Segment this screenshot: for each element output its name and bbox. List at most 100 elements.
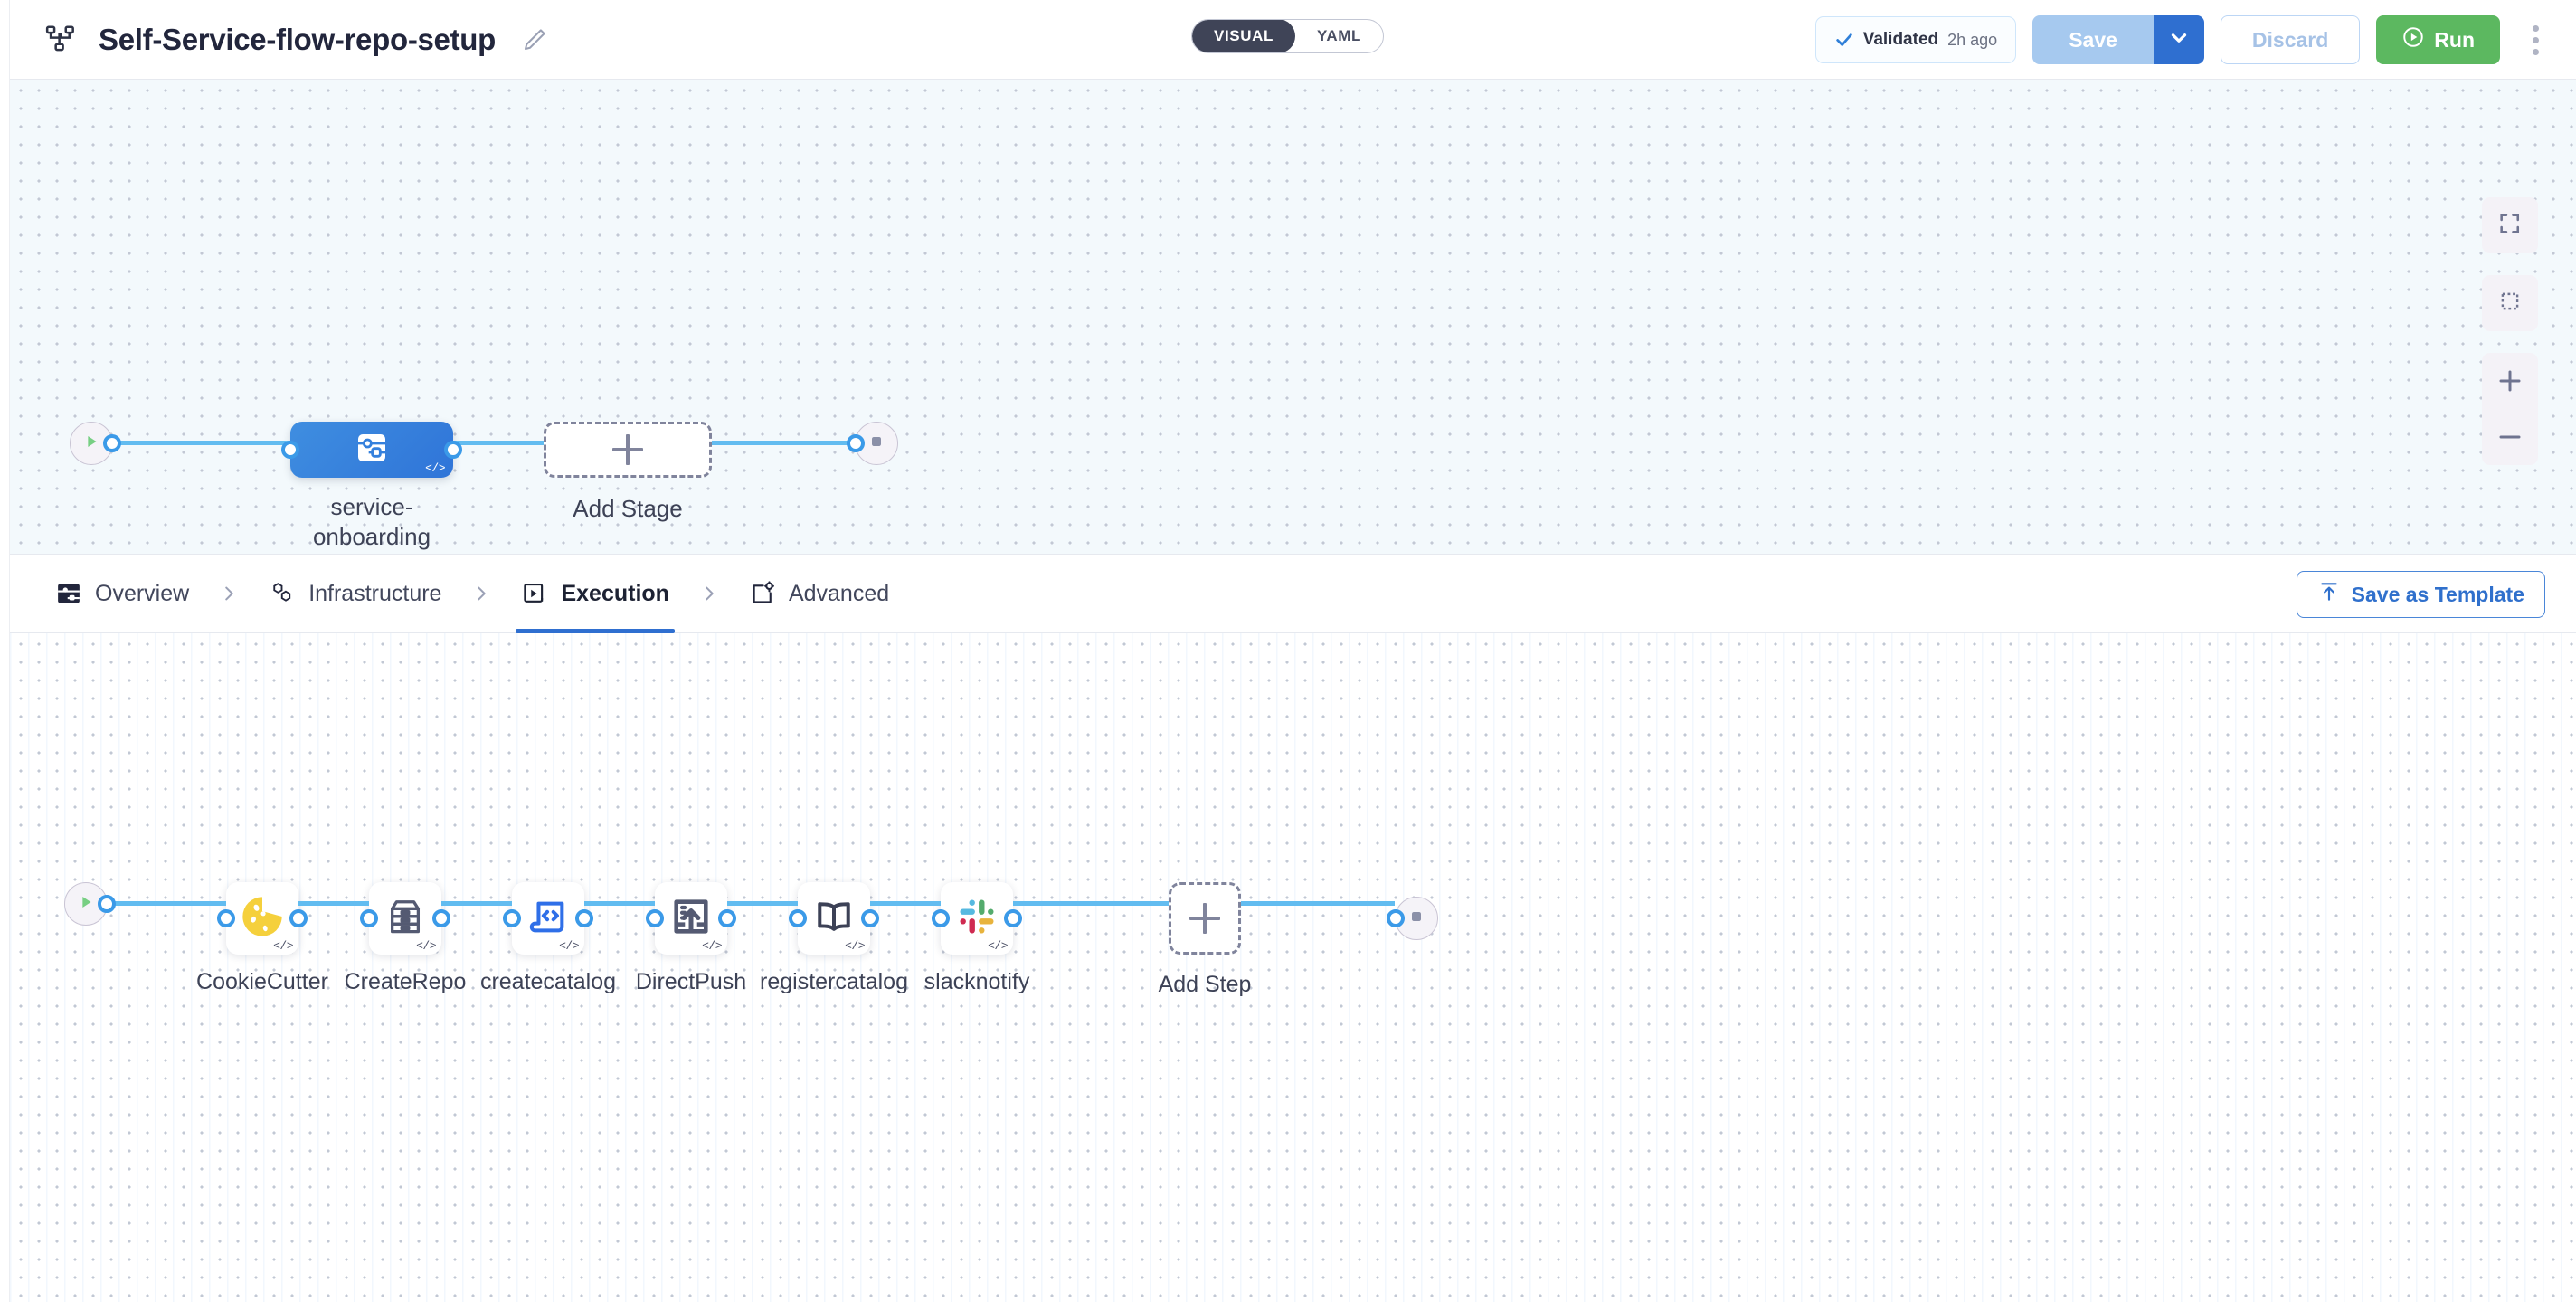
execution-play-icon [521,580,548,607]
add-step-button[interactable]: Add Step [1159,882,1251,997]
step-node-slacknotify[interactable]: </> slacknotify [924,882,1029,994]
selection-box-button[interactable] [2482,275,2538,331]
tab-advanced-label: Advanced [788,580,890,606]
cookiecutter-code-badge: </> [273,939,293,953]
step-label-registercatalog: registercatalog [760,969,908,994]
visual-yaml-toggle[interactable]: VISUAL YAML [1191,19,1384,53]
section-tabbar: Overview Infrastructure [10,554,2576,633]
edge-addstage-to-end [712,441,855,445]
header-actions: Validated 2h ago Save Discard [1814,0,2563,80]
step-node-directpush[interactable]: </> DirectPush [636,882,746,994]
tab-execution-label: Execution [561,580,669,606]
createrepo-code-badge: </> [416,939,436,953]
fit-screen-icon [2497,211,2523,241]
pipeline-start-node[interactable] [70,422,121,465]
view-mode-toggle[interactable]: VISUAL YAML [1191,19,1384,53]
pipeline-end-node[interactable] [847,422,898,465]
check-icon [1834,30,1854,50]
stop-icon [1407,908,1425,930]
push-upload-icon [670,896,712,942]
stage-label-line1: service- [330,493,413,520]
registercatalog-output-port[interactable] [861,909,879,927]
edge-cookiecutter-to-createrepo [298,901,369,906]
createcatalog-input-port[interactable] [503,909,521,927]
save-dropdown-button[interactable] [2153,15,2204,64]
app-header: Self-Service-flow-repo-setup VISUAL YAML [10,0,2576,80]
slacknotify-input-port[interactable] [932,909,950,927]
stage-input-port[interactable] [281,441,299,459]
stage-output-port[interactable] [444,441,462,459]
directpush-code-badge: </> [702,939,722,953]
zoom-in-button[interactable] [2482,353,2538,409]
status-badge: Validated 2h ago [1814,16,2017,63]
tab-list: Overview Infrastructure [10,554,895,633]
stage-label-line2: onboarding [312,522,431,550]
play-circle-icon [2401,25,2425,54]
slacknotify-code-badge: </> [988,939,1008,953]
toggle-option-yaml[interactable]: YAML [1316,27,1361,44]
overview-icon [55,580,82,607]
execution-end-input-port[interactable] [1387,909,1405,927]
tab-infrastructure[interactable]: Infrastructure [263,554,447,633]
edge-stage-to-addstage [453,441,544,445]
save-as-template-button[interactable]: Save as Template [2296,571,2545,618]
directpush-input-port[interactable] [646,909,664,927]
validated-timestamp: 2h ago [1947,30,1998,49]
tab-overview-label: Overview [95,580,190,606]
zoom-out-button[interactable] [2482,409,2538,465]
end-input-port[interactable] [847,434,865,452]
execution-end-node[interactable] [1387,897,1438,940]
cookiecutter-input-port[interactable] [217,909,235,927]
step-node-cookiecutter[interactable]: </> CookieCutter [196,882,328,994]
archive-cabinet-icon [384,896,426,942]
tab-advanced[interactable]: Advanced [743,554,895,633]
upload-template-icon [2317,580,2341,609]
createcatalog-output-port[interactable] [575,909,593,927]
registercatalog-input-port[interactable] [789,909,807,927]
toggle-option-visual[interactable]: VISUAL [1192,20,1295,52]
edge-slacknotify-to-addstep [1013,901,1169,906]
step-label-directpush: DirectPush [635,969,747,994]
step-label-slacknotify: slacknotify [923,969,1030,994]
stage-node-service-onboarding[interactable]: </> service- onboarding [281,422,462,550]
slack-icon [955,895,999,943]
kebab-menu-icon[interactable] [2516,15,2554,64]
step-node-createrepo[interactable]: </> CreateRepo [345,882,466,994]
start-output-port[interactable] [103,434,121,452]
slacknotify-output-port[interactable] [1004,909,1022,927]
stage-node-label: service- onboarding [281,492,462,551]
save-button-group: Save [2032,15,2204,64]
fit-to-screen-button[interactable] [2482,197,2538,253]
stage-canvas[interactable]: </> service- onboarding Add Stage [10,80,2576,554]
tab-overview[interactable]: Overview [50,554,194,633]
validated-label: Validated [1862,30,1939,49]
stage-flow-row: </> service- onboarding Add Stage [70,422,898,550]
add-step-label: Add Step [1158,972,1252,997]
execution-canvas[interactable]: </> CookieCutter </> [10,633,2576,1302]
stage-flow-icon [354,430,390,470]
tab-execution[interactable]: Execution [516,554,676,633]
step-node-createcatalog[interactable]: </> createcatalog [480,882,616,994]
left-rail-strip [0,0,10,1302]
hexagons-icon [269,580,296,607]
createrepo-output-port[interactable] [432,909,450,927]
registercatalog-code-badge: </> [845,939,865,953]
dashed-select-icon [2498,290,2522,318]
edge-createcatalog-to-directpush [584,901,655,906]
add-stage-button[interactable]: Add Stage [544,422,712,522]
pencil-icon[interactable] [521,26,548,53]
createrepo-input-port[interactable] [360,909,378,927]
directpush-output-port[interactable] [718,909,736,927]
execution-start-node[interactable] [64,882,116,926]
discard-button[interactable]: Discard [2220,15,2361,64]
code-document-icon [527,896,569,942]
save-button[interactable]: Save [2032,15,2154,64]
tab-separator [447,580,516,607]
chevron-down-icon [2167,26,2191,54]
execution-start-output-port[interactable] [98,895,116,913]
cookiecutter-output-port[interactable] [289,909,308,927]
step-node-registercatalog[interactable]: </> registercatalog [760,882,908,994]
edge-start-to-cookiecutter [108,901,226,906]
run-button[interactable]: Run [2376,15,2500,64]
